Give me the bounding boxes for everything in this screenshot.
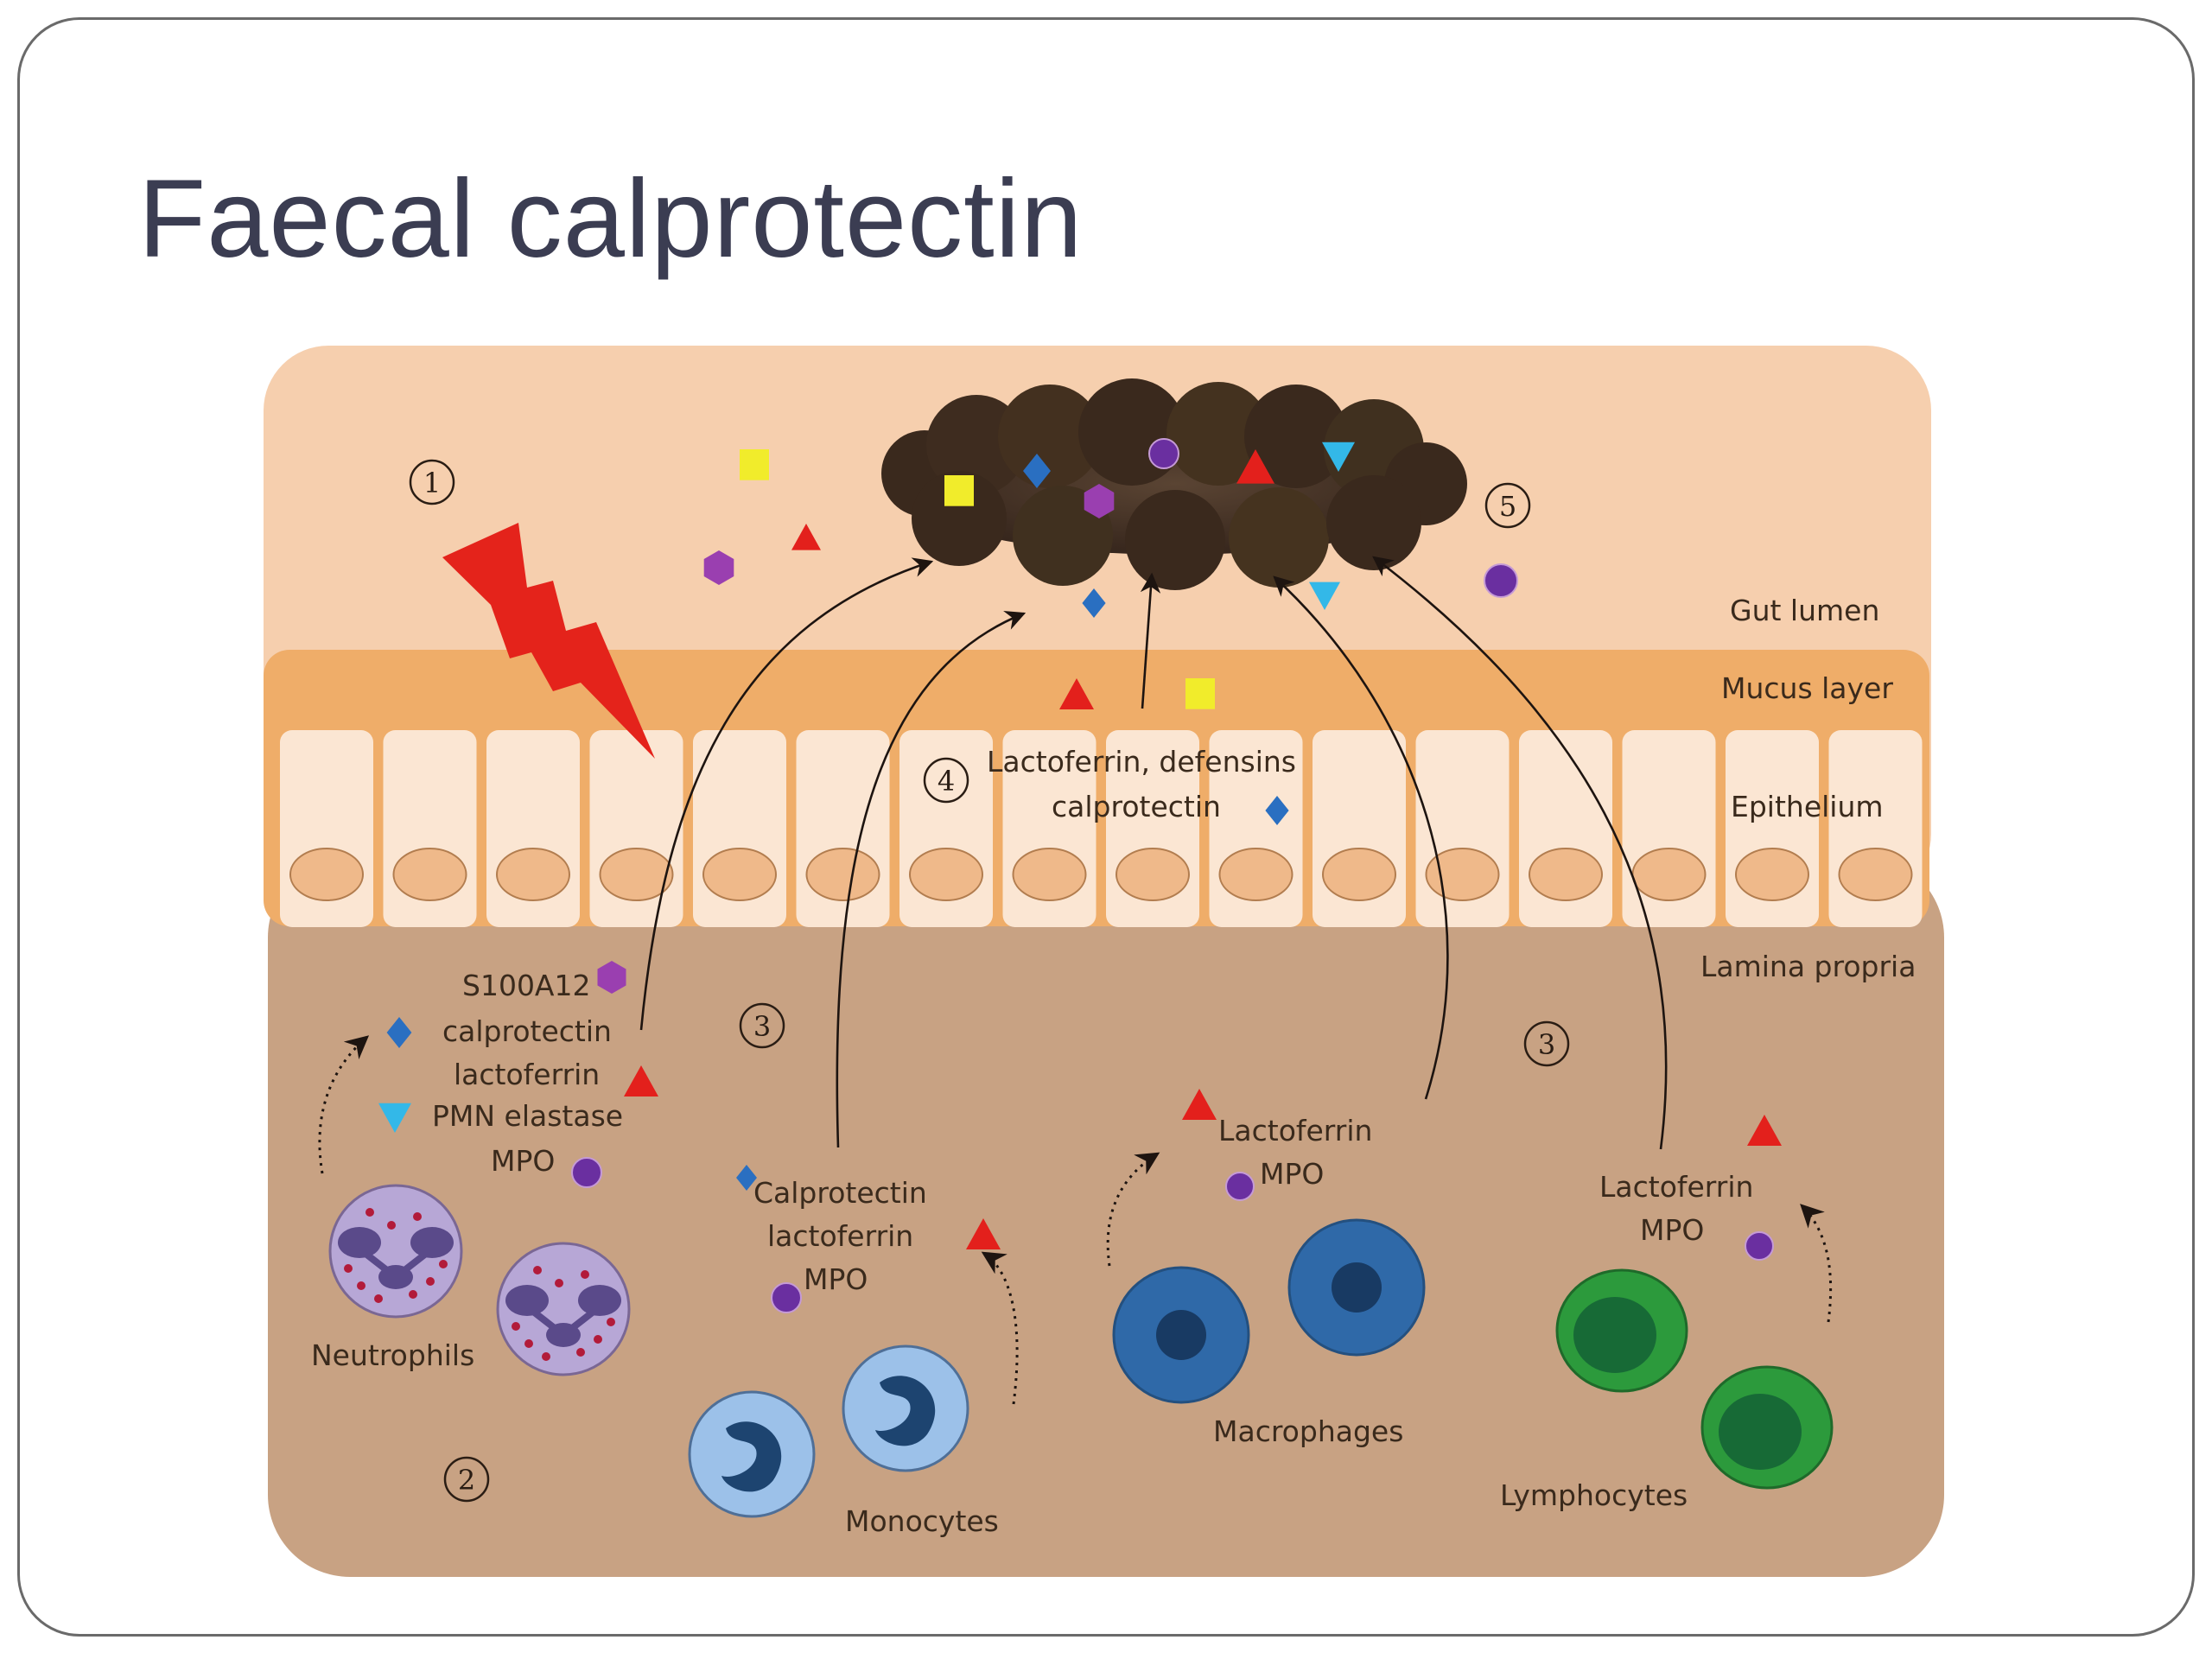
monocyte-cell [842,1344,969,1472]
lactoferrin-triangle-icon [624,1065,658,1096]
neutrophils-label: Neutrophils [311,1338,474,1372]
svg-text:5: 5 [1499,490,1516,523]
secretion-arrows [639,556,1668,1150]
monocyte-marker-mpo: MPO [804,1262,868,1296]
svg-text:1: 1 [423,467,441,499]
epithelial-cell [1622,730,1716,927]
slide-title: Faecal calprotectin [138,157,1084,281]
macrophage-cell [1112,1266,1250,1404]
neutrophil-cell [328,1184,463,1319]
lactoferrin-triangle-icon [1747,1115,1782,1146]
epithelial-cell [1106,730,1199,927]
epithelium-note-line1: Lactoferrin, defensins [987,745,1296,779]
step-4: 4 [923,757,969,804]
epithelial-cell [1519,730,1612,927]
step-1: 1 [409,459,455,505]
lactoferrin-triangle-icon [966,1218,1001,1249]
monocyte-cell [688,1390,816,1518]
epithelial-cell [280,730,373,927]
svg-text:3: 3 [1538,1028,1555,1061]
monocytes-label: Monocytes [845,1504,999,1538]
calprotectin-diamond-icon [1082,588,1106,618]
calprotectin-diamond-icon [1023,454,1051,488]
neutrophil-marker-lactoferrin: lactoferrin [454,1058,600,1091]
epithelial-cell [1313,730,1406,927]
arrow-monocytes-to-lumen [836,610,1027,1148]
neutrophil-marker-mpo: MPO [491,1144,555,1178]
mpo-circle-icon [1745,1231,1774,1261]
arrow-macrophages-to-lumen [1273,575,1449,1100]
defensin-square-icon [1185,678,1215,709]
epithelial-cell [899,730,993,927]
calprotectin-diamond-icon [1265,796,1289,825]
epithelial-cell [1828,730,1923,927]
monocyte-marker-lactoferrin: lactoferrin [767,1219,913,1253]
mpo-circle-icon [771,1282,802,1313]
mpo-circle-icon [1484,563,1518,598]
mpo-circle-icon [1225,1172,1255,1201]
lactoferrin-triangle-icon [791,524,821,550]
epithelial-cell [1002,730,1096,927]
lymphocytes-label: Lymphocytes [1500,1478,1688,1512]
label-lamina-propria: Lamina propria [1700,950,1916,983]
neutrophil-marker-s100a12: S100A12 [462,969,591,1002]
step-2: 2 [443,1456,490,1503]
macrophage-marker-mpo: MPO [1260,1157,1324,1191]
arrow-lymphocytes-to-lumen [1372,556,1668,1150]
defensin-square-icon [944,475,974,506]
svg-text:2: 2 [458,1464,475,1497]
monocyte-marker-calprotectin: Calprotectin [753,1176,927,1210]
epithelial-cell [1415,730,1510,927]
svg-text:3: 3 [753,1010,771,1043]
lactoferrin-triangle-icon [1236,449,1274,484]
svg-text:4: 4 [938,765,955,798]
epithelial-cell [1726,730,1819,927]
step-3-lymphocytes: 3 [1523,1020,1570,1067]
label-gut-lumen: Gut lumen [1730,594,1879,627]
label-epithelium: Epithelium [1731,790,1884,823]
step-5: 5 [1484,482,1531,529]
elastase-triangle-icon [1322,442,1355,472]
s100a12-hexagon-icon [597,961,626,994]
macrophage-cell [1287,1218,1426,1357]
dotted-arrows [318,1035,1833,1405]
lymphocyte-marker-mpo: MPO [1640,1213,1704,1247]
neutrophil-marker-calprotectin: calprotectin [442,1014,612,1048]
macrophages-label: Macrophages [1213,1414,1403,1448]
epithelial-cell [693,730,786,927]
elastase-triangle-icon [378,1103,411,1133]
lymphocyte-marker-lactoferrin: Lactoferrin [1599,1170,1753,1204]
arrow-neutrophils-to-lumen [639,557,934,1031]
epithelial-cell [1209,730,1303,927]
lactoferrin-triangle-icon [1059,678,1094,709]
epithelium-note-line2: calprotectin [1052,790,1221,823]
epithelium-cells [280,730,1923,927]
neutrophil-cell [496,1242,631,1376]
lamina-propria-region [268,855,1944,1577]
dotted-arrow-macrophages [1106,1152,1160,1267]
s100a12-hexagon-icon [703,550,734,585]
dotted-arrow-monocytes [981,1251,1019,1405]
label-mucus-layer: Mucus layer [1721,671,1893,705]
lymphocyte-cell [1555,1268,1688,1393]
epithelial-cell [796,730,890,927]
epithelial-cell [589,730,683,927]
mpo-circle-icon [1148,438,1179,469]
mpo-circle-icon [571,1157,602,1188]
lactoferrin-triangle-icon [1182,1089,1217,1120]
elastase-triangle-icon [1309,582,1340,610]
s100a12-hexagon-icon [1084,484,1115,518]
epithelial-cell [486,730,580,927]
lymphocyte-cell [1700,1365,1834,1490]
injury-lightning-icon [442,523,655,759]
calprotectin-diamond-icon [386,1017,412,1048]
calprotectin-diamond-icon [736,1165,757,1191]
step-3-monocytes: 3 [739,1002,785,1049]
neutrophil-marker-pmn-elastase: PMN elastase [432,1099,623,1133]
arrow-epithelium-to-lumen [1140,572,1161,709]
macrophage-marker-lactoferrin: Lactoferrin [1218,1114,1372,1147]
epithelial-cell [383,730,477,927]
defensin-square-icon [740,449,769,480]
